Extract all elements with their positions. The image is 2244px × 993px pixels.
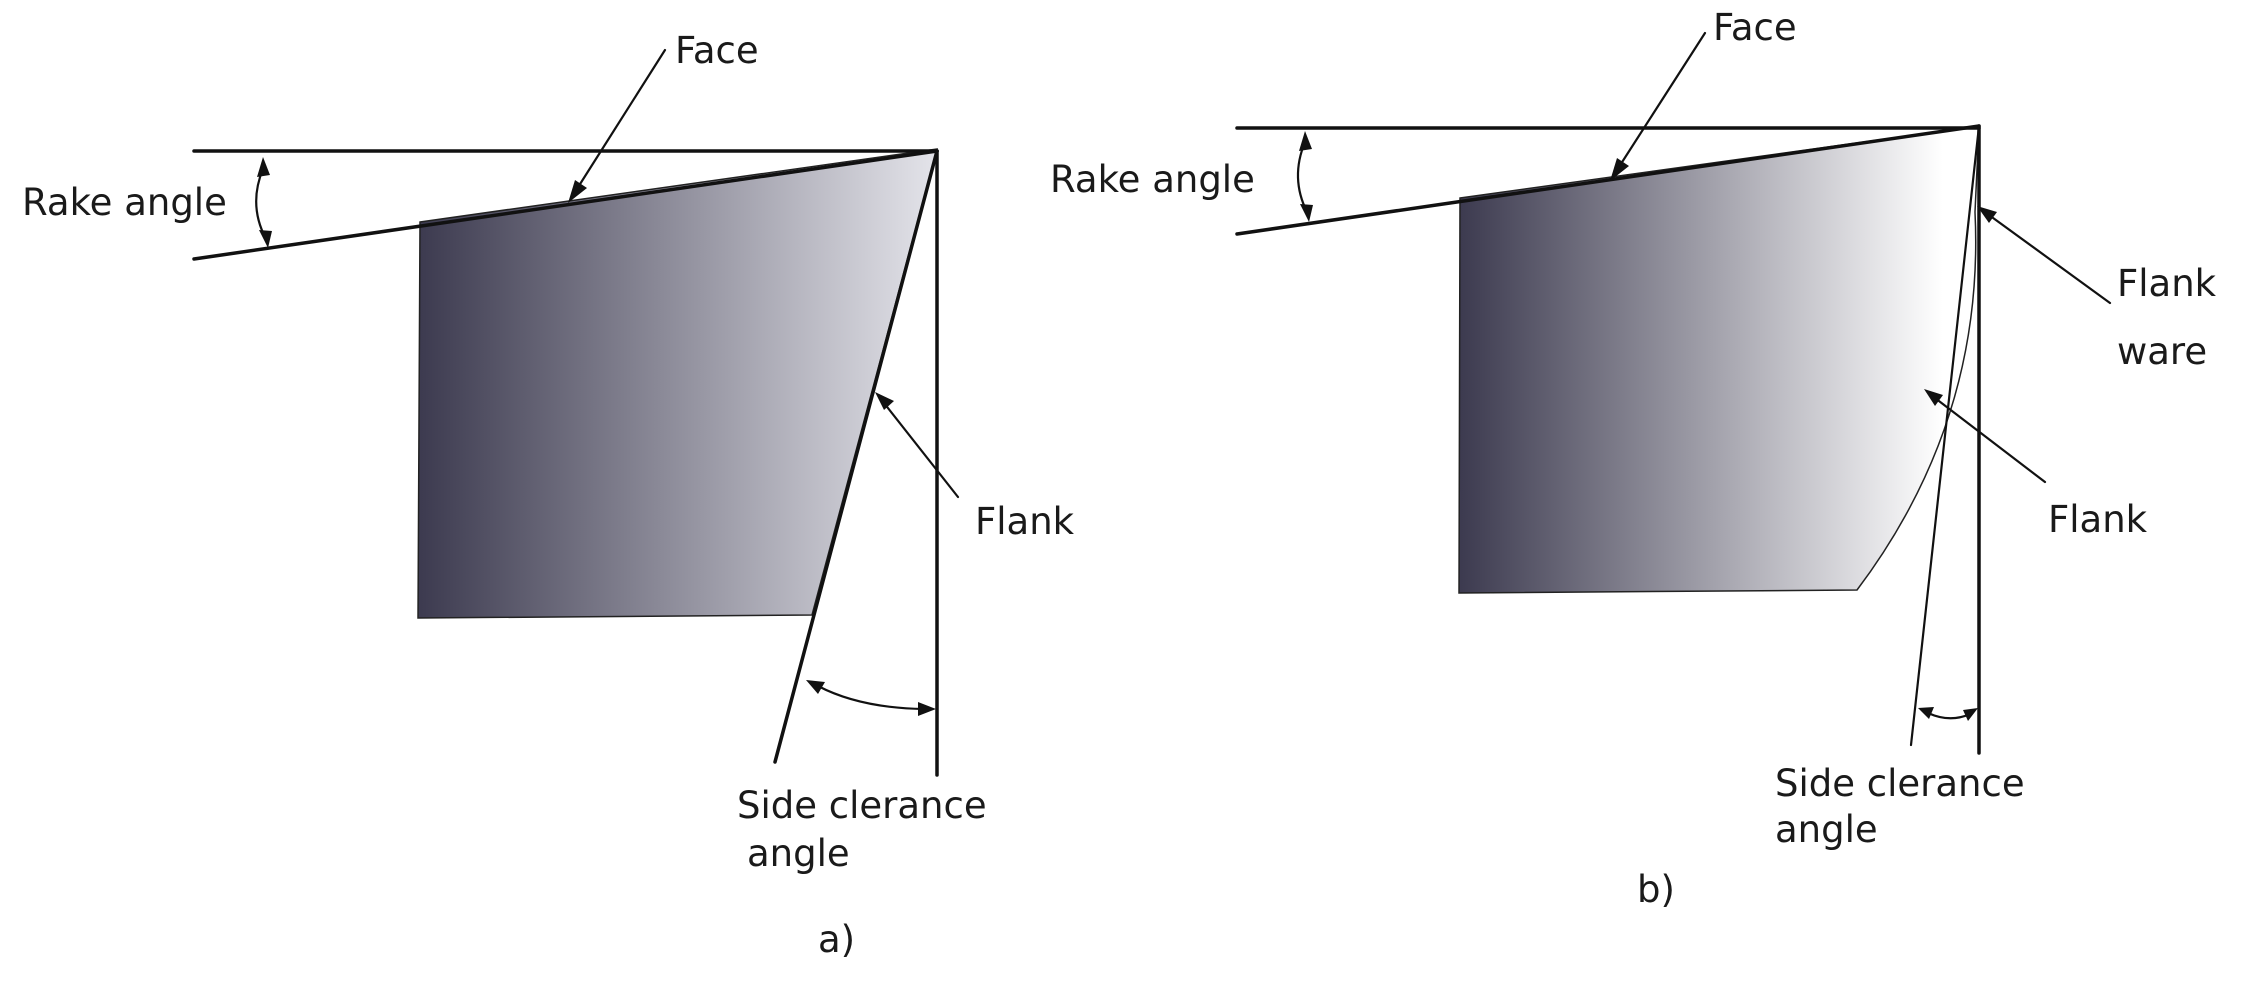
side-clearance-arc-a — [806, 680, 936, 716]
flank-label-a: Flank — [975, 500, 1075, 543]
face-label-a: Face — [675, 29, 759, 72]
caption-a: a) — [818, 918, 855, 961]
panel-b: Face Rake angle Flank ware Flank Side cl… — [1050, 6, 2217, 911]
side-clearance-label-a-line2: angle — [747, 832, 850, 875]
flank-wear-arrow-b — [1977, 206, 2112, 305]
rake-face-line-b — [1235, 124, 1981, 236]
clearance-line-b — [1909, 124, 1981, 747]
flank-wear-label-b-line1: Flank — [2117, 262, 2217, 305]
rake-angle-arc-a — [255, 157, 272, 248]
tool-body-a — [417, 148, 939, 619]
rake-face-line-a — [192, 149, 939, 261]
side-clearance-label-a-line1: Side clerance — [737, 784, 987, 827]
rake-angle-label-b: Rake angle — [1050, 158, 1255, 201]
flank-arrow-a — [875, 392, 960, 499]
side-clearance-label-b-line2: angle — [1775, 808, 1878, 851]
flank-arrow-b — [1924, 389, 2047, 484]
flank-label-b: Flank — [2048, 498, 2148, 541]
caption-b: b) — [1637, 868, 1675, 911]
face-label-b: Face — [1713, 6, 1797, 49]
panel-a: Face Rake angle Flank Side clerance angl… — [22, 29, 1075, 961]
flank-line-a — [773, 149, 939, 764]
tool-body-b — [1458, 125, 1980, 594]
side-clearance-label-b-line1: Side clerance — [1775, 762, 2025, 805]
face-arrow-b — [1610, 31, 1707, 181]
rake-angle-label-a: Rake angle — [22, 181, 227, 224]
flank-wear-label-b-line2: ware — [2117, 330, 2207, 373]
side-clearance-arc-b — [1918, 707, 1978, 721]
rake-angle-arc-b — [1296, 131, 1313, 222]
face-arrow-a — [568, 48, 667, 203]
